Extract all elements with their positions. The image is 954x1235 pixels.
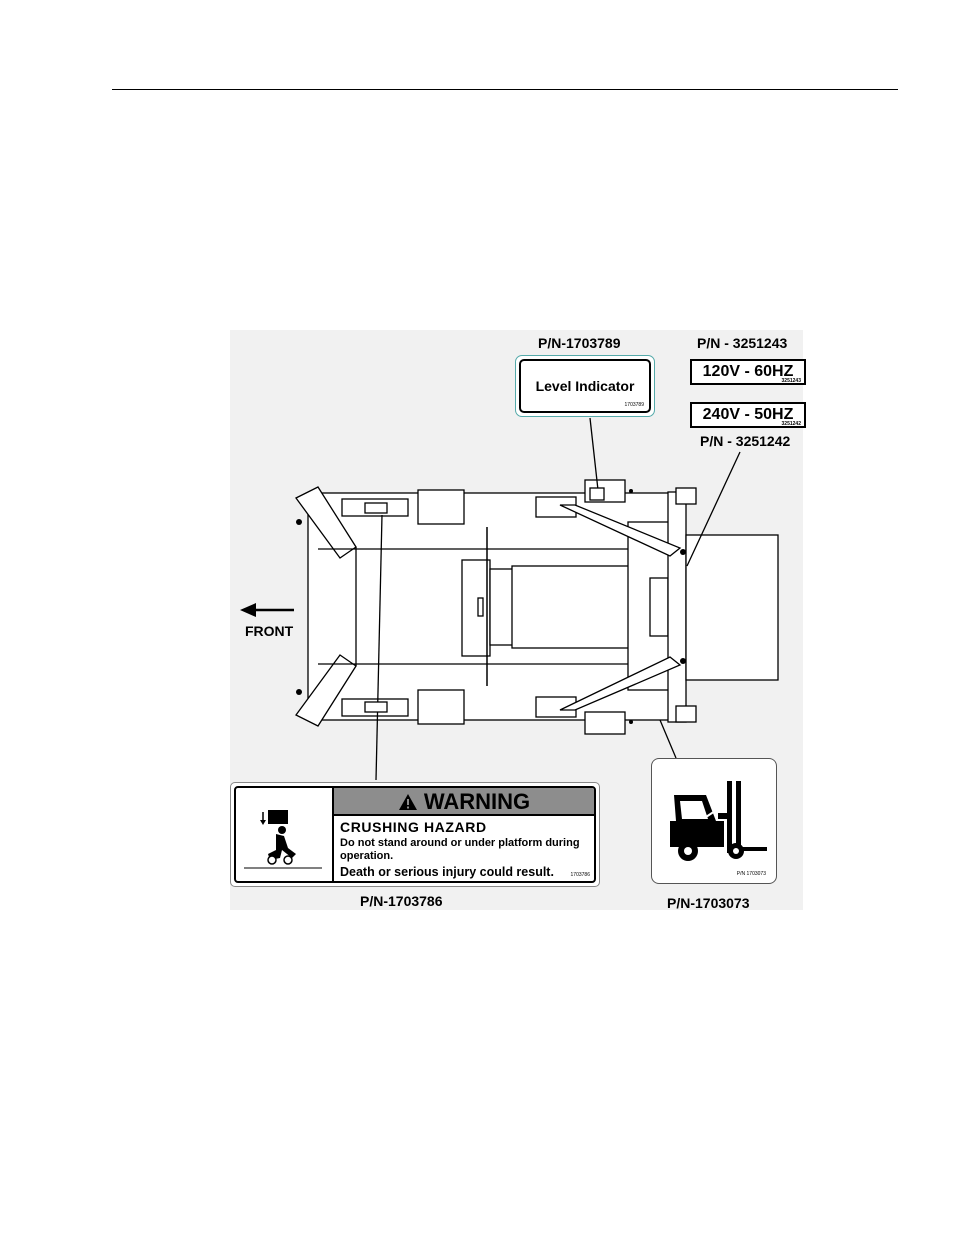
voltage-240-code: 3251242: [782, 421, 801, 427]
voltage-120-text: 120V - 60HZ: [703, 363, 794, 380]
voltage-240-decal: 240V - 50HZ 3251242: [690, 402, 806, 428]
level-indicator-decal: Level Indicator 1703789: [515, 355, 655, 417]
forklift-code: P/N 1703073: [737, 871, 766, 877]
warning-title: CRUSHING HAZARD: [340, 819, 487, 835]
rear-platform: [686, 535, 778, 680]
level-indicator-part-number: P/N-1703789: [538, 335, 621, 351]
crushing-hazard-icon: [236, 788, 334, 881]
warning-consequence: Death or serious injury could result.: [340, 865, 554, 879]
voltage-240-text: 240V - 50HZ: [703, 406, 794, 423]
warning-body: Do not stand around or under platform du…: [340, 837, 596, 863]
forklift-decal: P/N 1703073: [651, 758, 777, 884]
voltage-120-part-number: P/N - 3251243: [697, 335, 787, 351]
left-arrow-icon: [240, 603, 294, 617]
voltage-120-decal: 120V - 60HZ 3251243: [690, 359, 806, 385]
front-label: FRONT: [245, 623, 293, 639]
warning-code: 1703786: [571, 872, 590, 878]
warning-triangle-icon: [398, 793, 418, 811]
forklift-icon: [652, 759, 776, 883]
warning-header-text: WARNING: [424, 789, 530, 814]
warning-decal: WARNING CRUSHING HAZARD Do not stand aro…: [230, 782, 600, 887]
warning-part-number: P/N-1703786: [360, 893, 443, 909]
forklift-part-number: P/N-1703073: [667, 895, 750, 911]
level-indicator-code: 1703789: [625, 402, 644, 408]
level-indicator-text: Level Indicator: [536, 378, 635, 394]
voltage-120-code: 3251243: [782, 378, 801, 384]
warning-header: WARNING: [334, 788, 594, 816]
voltage-240-part-number: P/N - 3251242: [700, 433, 790, 449]
